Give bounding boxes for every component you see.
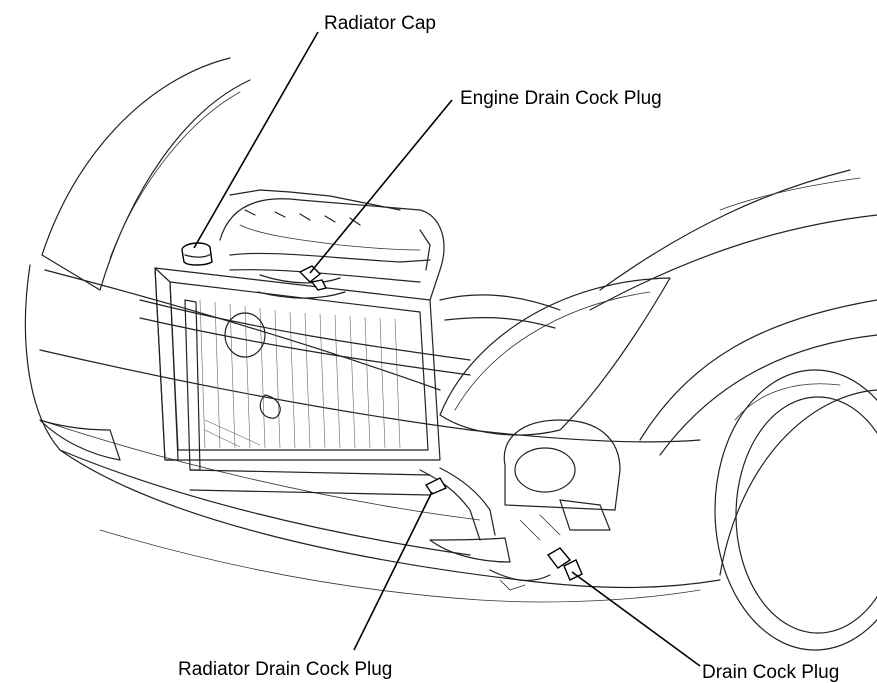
engine-block (219, 189, 561, 329)
leader-engine-drain-cock-plug (309, 99, 453, 274)
hood-panel (41, 57, 251, 291)
label-drain-cock-plug: Drain Cock Plug (702, 662, 839, 683)
headlamp (439, 277, 671, 436)
leader-drain-cock-plug (571, 571, 701, 667)
drain-cock-plug-part (546, 547, 583, 581)
label-radiator-drain-cock-plug: Radiator Drain Cock Plug (178, 659, 392, 680)
windshield-lines (589, 169, 877, 311)
radiator-cap-part (181, 242, 213, 266)
lower-right-assembly (489, 419, 621, 591)
leader-lines (193, 31, 701, 667)
label-engine-drain-cock-plug: Engine Drain Cock Plug (460, 88, 662, 109)
leader-radiator-drain-cock-plug (353, 491, 433, 651)
label-radiator-cap: Radiator Cap (324, 13, 436, 34)
vehicle-drawing (24, 57, 877, 651)
leader-radiator-cap (193, 31, 319, 249)
callout-labels: Radiator Cap Engine Drain Cock Plug Radi… (178, 13, 839, 683)
radiator-assembly (139, 267, 496, 541)
radiator-drain-cock-part (424, 477, 448, 495)
front-wheel (714, 369, 877, 651)
front-bumper (24, 264, 721, 603)
engine-drain-cock-part (298, 265, 328, 291)
right-fender (639, 299, 877, 576)
